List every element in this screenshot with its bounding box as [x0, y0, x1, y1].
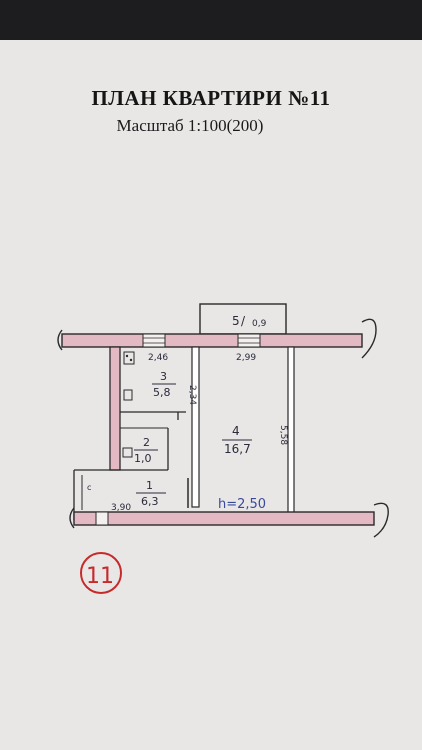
stove-icon [123, 351, 135, 365]
toilet-icon [122, 447, 133, 458]
wall-break-right-bottom [373, 502, 389, 538]
bottom-exterior-wall [73, 511, 375, 526]
room-2-number: 2 [143, 436, 150, 449]
room-5-area: 0,9 [252, 319, 267, 329]
room-window [237, 333, 261, 348]
room-1-area: 6,3 [141, 495, 159, 508]
room-2-area: 1,0 [134, 452, 152, 465]
plan-title: ПЛАН КВАРТИРИ №11 [91, 86, 331, 110]
plan-scale: Масштаб 1:100(200) [116, 116, 264, 135]
room-3-number: 3 [160, 370, 167, 383]
paper-sheet [0, 40, 422, 750]
ceiling-height: h=2,50 [218, 497, 266, 512]
room-depth-label: 5,58 [278, 425, 288, 445]
top-exterior-wall [61, 333, 363, 348]
wall-break-right-top [361, 318, 377, 359]
hall-width-label: 3,90 [111, 503, 131, 513]
room-1-number: 1 [146, 479, 153, 492]
stove-burner [129, 358, 133, 362]
entry-door-gap [95, 511, 109, 526]
sink-icon [123, 389, 133, 401]
kitchen-bath-partition [120, 411, 186, 420]
stove-burner [125, 354, 129, 358]
room-width-label: 2,99 [236, 353, 256, 363]
kitchen-room-partition [191, 346, 200, 508]
storage-label: с [87, 483, 91, 492]
kitchen-depth-label: 2,34 [187, 385, 197, 405]
room-5-number: 5 [232, 314, 240, 328]
stamp-number: 11 [86, 564, 114, 589]
kitchen-width-label: 2,46 [148, 353, 168, 363]
kitchen-window [142, 333, 166, 348]
room-4-number: 4 [232, 424, 240, 438]
wall-break-left-top [57, 329, 63, 351]
room-5-slash: / [241, 314, 246, 328]
wall-break-left-bottom [69, 507, 75, 529]
room-3-area: 5,8 [153, 386, 171, 399]
stamp-circle [80, 552, 122, 594]
left-interior-wall [109, 346, 121, 471]
room-4-area: 16,7 [224, 442, 251, 456]
